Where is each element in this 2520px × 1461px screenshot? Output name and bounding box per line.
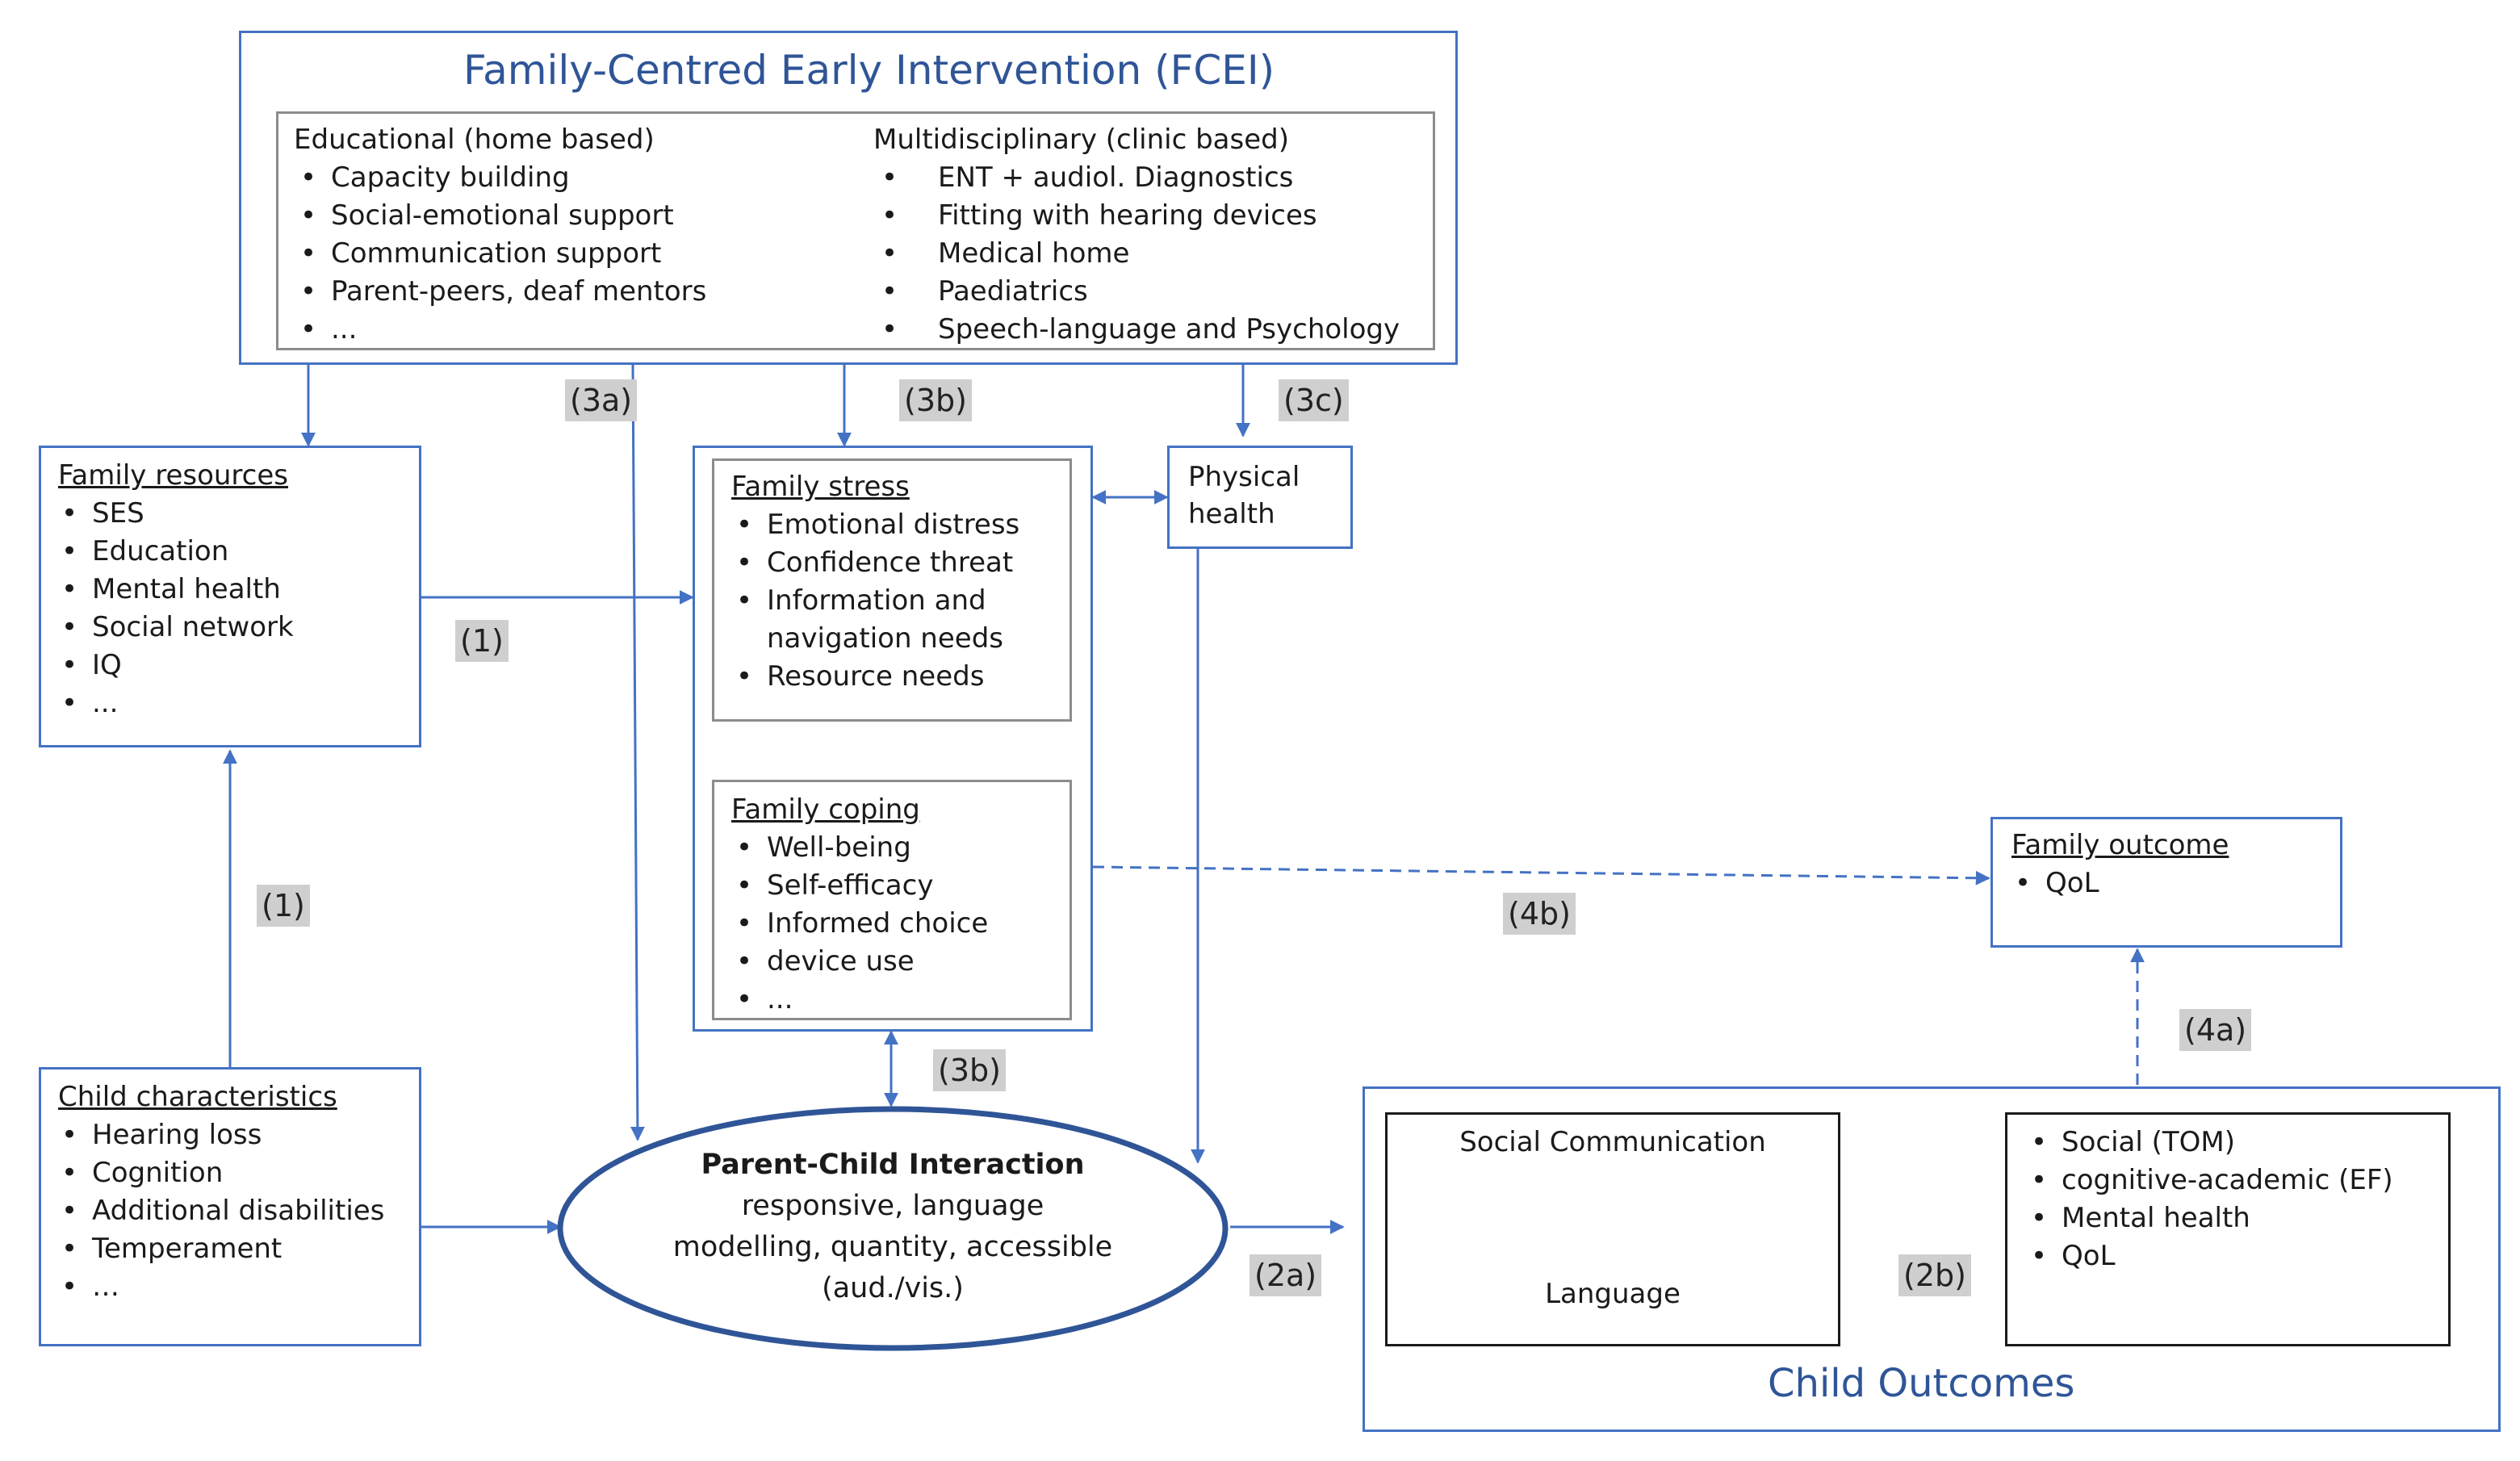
list-item: … (53, 1268, 384, 1306)
list-item: Confidence threat (728, 544, 1019, 582)
multidisciplinary-heading: Multidisciplinary (clinic based) (873, 123, 1289, 156)
physical-health-line1: Physical (1188, 461, 1300, 493)
list-item: Informed choice (728, 905, 988, 943)
list-item: QoL (2007, 864, 2099, 902)
arrow-fcei-to-parent-child (630, 364, 645, 1141)
list-item: ENT + audiol. Diagnostics (873, 159, 1400, 197)
list-item: ... (53, 684, 294, 722)
family-stress-list: Emotional distress Confidence threat Inf… (728, 506, 1019, 696)
label-3b-top: (3b) (899, 379, 972, 421)
list-item: ... (728, 981, 988, 1019)
child-outcomes-title: Child Outcomes (1768, 1361, 2075, 1406)
family-resources-list: SES Education Mental health Social netwo… (53, 495, 294, 722)
list-item: Additional disabilities (53, 1192, 384, 1230)
list-item: device use (728, 943, 988, 981)
label-4a: (4a) (2179, 1009, 2252, 1051)
label-3c: (3c) (1279, 379, 1349, 421)
list-item: IQ (53, 647, 294, 684)
list-item: Capacity building (292, 159, 706, 197)
list-item: cognitive-academic (EF) (2023, 1162, 2393, 1199)
list-item: Paediatrics (873, 273, 1400, 311)
list-item: Education (53, 533, 294, 571)
list-item: Temperament (53, 1230, 384, 1268)
family-coping-heading: Family coping (731, 793, 920, 826)
arrow-family-to-family-outcome (1092, 865, 1990, 885)
family-outcome-list: QoL (2007, 864, 2099, 902)
label-3b-bottom: (3b) (933, 1049, 1006, 1091)
list-item: Fitting with hearing devices (873, 197, 1400, 235)
label-2a: (2a) (1250, 1254, 1322, 1296)
cycle-bottom-label: Language (1545, 1278, 1681, 1310)
list-item: Social-emotional support (292, 197, 706, 235)
child-outcome-list: Social (TOM) cognitive-academic (EF) Men… (2023, 1124, 2393, 1275)
list-item: Self-efficacy (728, 867, 988, 905)
child-characteristics-heading: Child characteristics (58, 1081, 337, 1113)
child-characteristics-list: Hearing loss Cognition Additional disabi… (53, 1116, 384, 1306)
list-item: Social network (53, 609, 294, 647)
list-item: Cognition (53, 1154, 384, 1192)
cycle-box (1385, 1112, 1840, 1346)
family-stress-heading: Family stress (731, 471, 910, 503)
educational-list: Capacity building Social-emotional suppo… (292, 159, 706, 349)
list-item: SES (53, 495, 294, 533)
list-item: Speech-language and Psychology (873, 311, 1400, 349)
parent-child-line2: modelling, quantity, accessible (672, 1231, 1113, 1263)
list-item: Parent-peers, deaf mentors (292, 273, 706, 311)
label-1-left: (1) (257, 885, 310, 927)
list-item: Medical home (873, 235, 1400, 273)
label-4b: (4b) (1503, 893, 1576, 935)
parent-child-line3: (aud./vis.) (822, 1272, 964, 1304)
educational-heading: Educational (home based) (294, 123, 655, 156)
label-2b: (2b) (1898, 1254, 1971, 1296)
list-item: Mental health (2023, 1199, 2393, 1237)
parent-child-title: Parent-Child Interaction (701, 1149, 1085, 1181)
list-item: Well-being (728, 829, 988, 867)
list-item: ... (292, 311, 706, 349)
physical-health-box (1167, 446, 1353, 549)
family-coping-list: Well-being Self-efficacy Informed choice… (728, 829, 988, 1019)
list-item: Social (TOM) (2023, 1124, 2393, 1162)
parent-child-text: Parent-Child Interaction responsive, lan… (641, 1145, 1145, 1309)
family-resources-heading: Family resources (58, 459, 288, 492)
parent-child-line1: responsive, language (741, 1190, 1044, 1222)
physical-health-line2: health (1188, 498, 1275, 530)
list-item: QoL (2023, 1237, 2393, 1275)
list-item: Communication support (292, 235, 706, 273)
list-item: Information and navigation needs (728, 582, 1009, 658)
list-item: Emotional distress (728, 506, 1019, 544)
cycle-top-label: Social Communication (1459, 1126, 1766, 1158)
label-3a: (3a) (565, 379, 638, 421)
multidisciplinary-list: ENT + audiol. Diagnostics Fitting with h… (873, 159, 1400, 349)
list-item: Hearing loss (53, 1116, 384, 1154)
family-outcome-heading: Family outcome (2011, 829, 2229, 861)
label-1-top: (1) (455, 620, 509, 662)
parent-child-ellipse (557, 1106, 1229, 1351)
fcei-title: Family-Centred Early Intervention (FCEI) (463, 47, 1275, 94)
list-item: Resource needs (728, 658, 1019, 696)
list-item: Mental health (53, 571, 294, 609)
